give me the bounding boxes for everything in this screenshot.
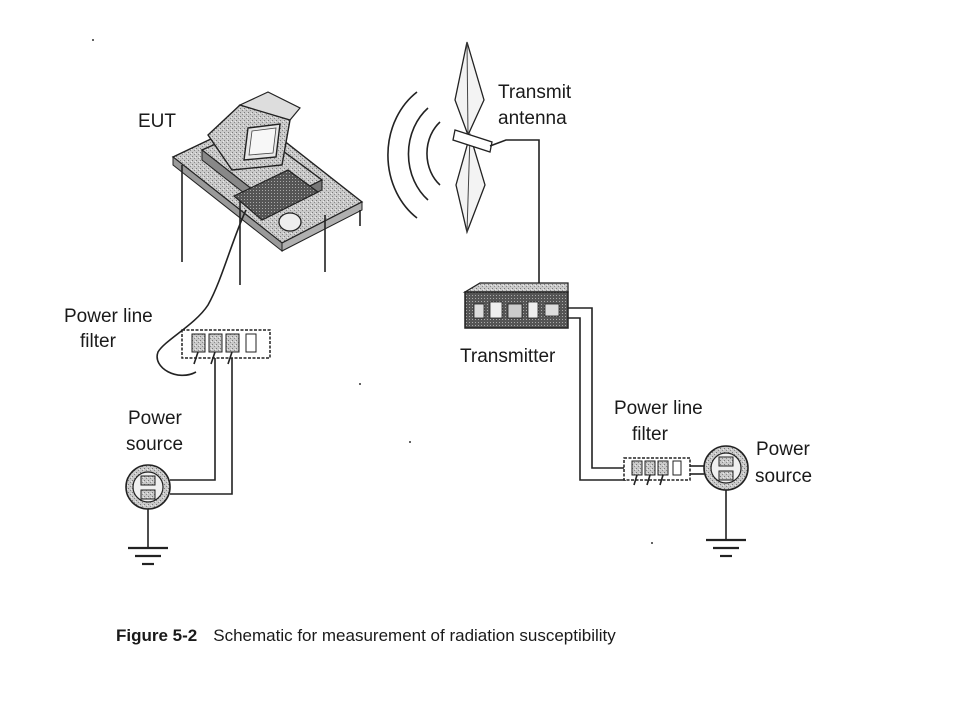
label-power-source-right-line2: source <box>755 466 812 487</box>
figure-caption: Figure 5-2 Schematic for measurement of r… <box>116 626 616 645</box>
power-source-left <box>125 464 171 510</box>
label-transmit-antenna-line1: Transmit <box>498 82 572 103</box>
label-power-source-right-line1: Power <box>756 439 811 460</box>
power-source-right <box>703 445 749 491</box>
eut-computer <box>200 91 324 221</box>
label-power-line-filter-right-line1: Power line <box>614 398 703 419</box>
wire-right-1 <box>568 307 626 469</box>
wire-left-1 <box>170 358 216 481</box>
scan-specks <box>92 39 653 544</box>
radiation-waves-icon <box>387 91 441 219</box>
eut-power-cord <box>156 209 247 377</box>
transmitter-device <box>462 282 569 329</box>
antenna-cable <box>489 139 540 285</box>
figure-number: Figure 5-2 <box>116 626 197 645</box>
label-transmitter: Transmitter <box>460 346 556 367</box>
label-power-line-filter-left-line1: Power line <box>64 306 153 327</box>
label-power-line-filter-right-line2: filter <box>632 424 669 445</box>
wire-right-2 <box>568 317 626 481</box>
ground-symbol-right <box>706 490 746 558</box>
transmit-antenna-icon <box>452 41 493 235</box>
power-line-filter-right <box>623 457 691 486</box>
label-power-source-left-line2: source <box>126 434 183 455</box>
label-transmit-antenna-line2: antenna <box>498 108 567 129</box>
label-eut: EUT <box>138 111 176 132</box>
label-power-source-left-line1: Power <box>128 408 183 429</box>
ground-symbol-left <box>128 509 168 566</box>
label-power-line-filter-left-line2: filter <box>80 331 117 352</box>
figure-caption-text: Schematic for measurement of radiation s… <box>213 626 616 645</box>
wire-left-2 <box>170 358 233 495</box>
power-line-filter-left <box>181 329 271 365</box>
